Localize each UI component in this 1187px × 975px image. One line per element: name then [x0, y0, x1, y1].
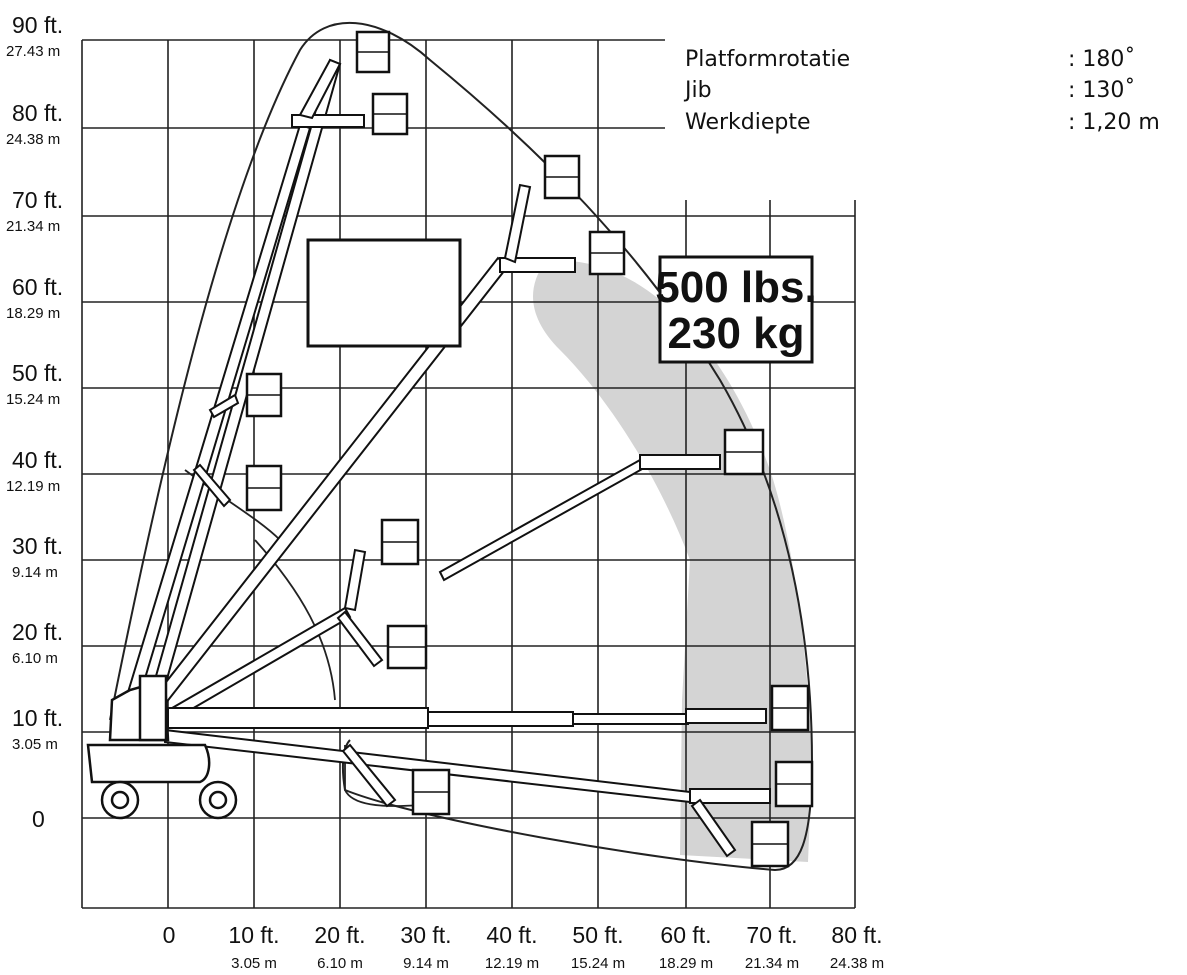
boom-horizontal-ext: [427, 711, 574, 727]
x-tick-m: 3.05 m: [231, 955, 277, 972]
reach-envelope: [109, 21, 814, 872]
jib-arms: [192, 58, 771, 858]
capacity-label: 500 lbs. 230 kg: [655, 255, 817, 364]
y-tick-m: 21.34 m: [6, 218, 60, 235]
spec-value-jib: : 130˚: [1068, 78, 1135, 103]
x-tick-ft: 30 ft.: [400, 922, 451, 948]
spec-label-depth: Werkdiepte: [685, 110, 811, 135]
x-tick-ft: 60 ft.: [660, 922, 711, 948]
y-tick-m: 15.24 m: [6, 391, 60, 408]
platform-rails: [247, 51, 812, 845]
y-tick-ft: 40 ft.: [12, 447, 63, 473]
x-tick-ft: 40 ft.: [486, 922, 537, 948]
x-tick-m: 15.24 m: [571, 955, 625, 972]
y-tick-ft: 20 ft.: [12, 619, 63, 645]
capacity-lbs: 500 lbs.: [655, 263, 816, 312]
y-tick-ft: 0: [32, 806, 45, 832]
boom-positions: [120, 58, 691, 804]
boom-mid-right: [438, 458, 646, 582]
y-tick-m: 24.38 m: [6, 131, 60, 148]
y-axis-labels: 90 ft. 27.43 m 80 ft. 24.38 m 70 ft. 21.…: [6, 12, 63, 832]
x-axis-labels: 0 10 ft. 3.05 m 20 ft. 6.10 m 30 ft. 9.1…: [163, 922, 885, 972]
y-tick-ft: 70 ft.: [12, 187, 63, 213]
y-tick-m: 12.19 m: [6, 478, 60, 495]
x-tick-m: 6.10 m: [317, 955, 363, 972]
spec-value-rotation: : 180˚: [1068, 47, 1135, 72]
spec-label-rotation: Platformrotatie: [685, 47, 850, 72]
blank-placard: [306, 238, 462, 348]
x-tick-ft: 80 ft.: [831, 922, 882, 948]
x-tick-m: 12.19 m: [485, 955, 539, 972]
below-grade-arc: [344, 745, 421, 807]
y-tick-ft: 30 ft.: [12, 533, 63, 559]
x-tick-m: 18.29 m: [659, 955, 713, 972]
y-tick-ft: 50 ft.: [12, 360, 63, 386]
x-tick-m: 9.14 m: [403, 955, 449, 972]
y-tick-ft: 60 ft.: [12, 274, 63, 300]
spec-label-jib: Jib: [683, 78, 712, 103]
y-tick-m: 18.29 m: [6, 305, 60, 322]
x-tick-ft: 20 ft.: [314, 922, 365, 948]
boom-horizontal: [167, 707, 429, 729]
x-tick-ft: 0: [163, 922, 176, 948]
turret-post: [138, 674, 168, 742]
chassis: [86, 743, 211, 784]
x-tick-m: 21.34 m: [745, 955, 799, 972]
y-tick-ft: 10 ft.: [12, 705, 63, 731]
x-tick-ft: 50 ft.: [572, 922, 623, 948]
y-tick-ft: 80 ft.: [12, 100, 63, 126]
capacity-kg: 230 kg: [668, 309, 805, 358]
machine-base: [86, 674, 238, 820]
y-tick-m: 27.43 m: [6, 43, 60, 60]
x-tick-ft: 70 ft.: [746, 922, 797, 948]
spec-value-depth: : 1,20 m: [1068, 110, 1160, 135]
y-tick-m: 6.10 m: [12, 650, 58, 667]
y-tick-m: 9.14 m: [12, 564, 58, 581]
spec-list: Platformrotatie : 180˚ Jib : 130˚ Werkdi…: [683, 47, 1160, 135]
y-tick-m: 3.05 m: [12, 736, 58, 753]
x-tick-m: 24.38 m: [830, 955, 884, 972]
y-tick-ft: 90 ft.: [12, 12, 63, 38]
x-tick-ft: 10 ft.: [228, 922, 279, 948]
boom-horizontal-ext2: [572, 713, 689, 725]
